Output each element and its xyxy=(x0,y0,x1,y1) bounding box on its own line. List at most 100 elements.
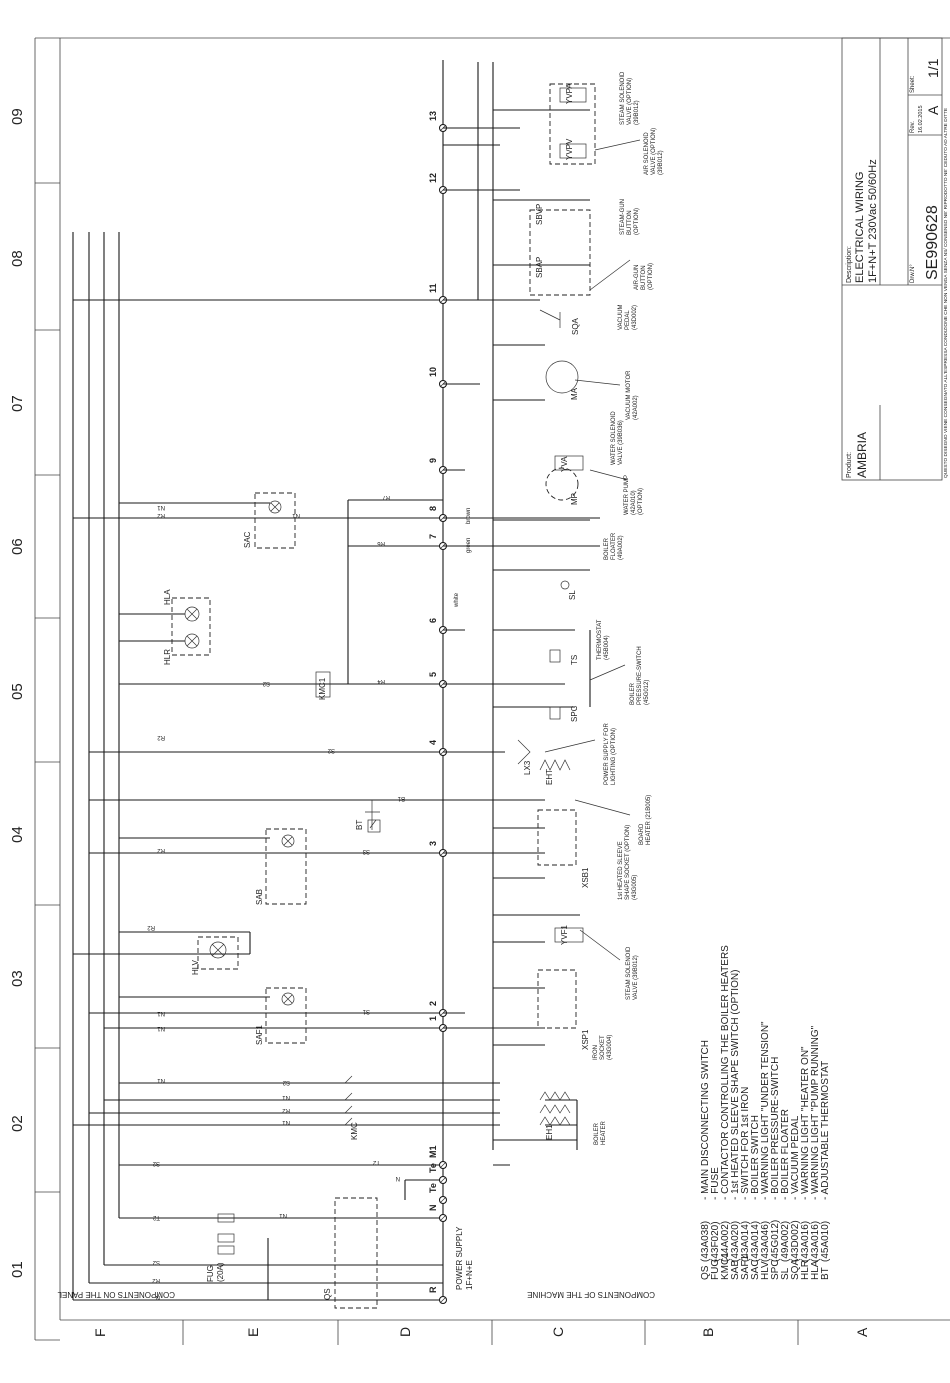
machine-wires xyxy=(443,62,600,1166)
legend-ref: (43D002) xyxy=(790,1220,801,1262)
legend-description: - BOILER FLOATER xyxy=(780,1109,791,1200)
note-iron_socket: (43G004) xyxy=(607,1035,613,1060)
legend-ref: (43F020) xyxy=(710,1221,721,1262)
terminal-label: 3 xyxy=(428,841,438,846)
tag-bt: BT xyxy=(355,820,364,830)
legend-description: - ADJUSTABLE THERMOSTAT xyxy=(820,1061,831,1200)
tag-kmc: KMC xyxy=(350,1122,359,1140)
tag-sab: SAB xyxy=(255,889,264,905)
note-vacuum_pedal: PEDAL xyxy=(625,310,631,330)
tag-sbap: SBAP xyxy=(535,257,544,278)
tag-sl: SL xyxy=(568,590,577,600)
column-label: 06 xyxy=(9,538,26,555)
column-label: 03 xyxy=(9,970,26,987)
wire-label: R4 xyxy=(377,678,385,684)
tag-fug_rating: (20A) xyxy=(216,1262,225,1282)
description-label: Description: xyxy=(846,246,853,283)
terminal-label: N xyxy=(428,1205,438,1212)
wire-label: N xyxy=(396,1175,400,1181)
wire-label: R2 xyxy=(157,847,165,853)
tag-hlv: HLV xyxy=(191,959,200,975)
warning-lamps xyxy=(184,500,295,1006)
column-label: 07 xyxy=(9,395,26,412)
tag-ma: MA xyxy=(570,387,579,400)
note-boiler_heater: HEATER xyxy=(601,1120,607,1145)
note-sleeve_socket: SHAPE SOCKET (OPTION) xyxy=(625,825,631,900)
note-steam_gun: (OPTION) xyxy=(634,208,640,235)
drawing-frame xyxy=(34,37,950,1345)
tag-sbvp: SBVP xyxy=(535,204,544,225)
legend-description: - SWITCH FOR 1st IRON xyxy=(740,1087,751,1200)
component-legend: QS(43A038)- MAIN DISCONNECTING SWITCHFUG… xyxy=(700,945,831,1280)
column-label: 01 xyxy=(9,1261,26,1278)
tag-yvf1: YVF1 xyxy=(560,924,569,945)
wire-color-green: green xyxy=(466,538,472,553)
wire-label: S2 xyxy=(262,680,270,686)
hla-lamp-icon xyxy=(184,606,200,622)
row-label: D xyxy=(397,1327,413,1337)
tag-spc: SPC xyxy=(570,705,579,722)
legend-code: HLR xyxy=(800,1260,811,1280)
machine-section-label: COMPONENTS OF THE MACHINE xyxy=(527,1290,655,1299)
wire-label: R2 xyxy=(282,1107,290,1113)
terminal-label: Te xyxy=(428,1183,438,1193)
legend-description: - FUSE xyxy=(710,1167,721,1200)
note-vacuum_pedal: VACUUM xyxy=(618,304,624,330)
note-thermostat: (45B004) xyxy=(604,635,610,660)
wire-label: R2 xyxy=(157,734,165,740)
legend-description: - CONTACTOR CONTROLLING THE BOILER HEATE… xyxy=(720,945,731,1200)
wire-color-brown: brown xyxy=(466,508,472,524)
main-switch-box xyxy=(334,1197,378,1309)
note-pressure_switch: PRESSURE-SWITCH xyxy=(637,646,643,705)
lx3-lighting-icon xyxy=(517,739,531,765)
row-label: E xyxy=(245,1328,261,1337)
legend-code: SAB xyxy=(730,1260,741,1280)
yvpv-valve xyxy=(559,143,587,159)
wire-label: R2 xyxy=(157,512,165,518)
tag-hla: HLA xyxy=(163,589,172,605)
terminal-label: 1 xyxy=(428,1016,438,1021)
pressure-switch-icon xyxy=(549,706,561,720)
hlv-lamp-icon xyxy=(209,941,227,959)
note-steam_valve2: (39B012) xyxy=(634,100,640,125)
note-water_valve: VALVE (39B036) xyxy=(618,420,624,465)
sheet-label: Sheet: xyxy=(910,75,916,93)
saf1-switch-box xyxy=(265,987,307,1044)
legend-description: - MAIN DISCONNECTING SWITCH xyxy=(700,1040,711,1200)
rev-date: 16.02.2015 xyxy=(918,105,924,133)
note-iron_socket: SOCKET xyxy=(600,1035,606,1060)
sab-switch-box xyxy=(265,828,307,905)
note-air_gun: BUTTON xyxy=(641,265,647,290)
wire-label: N1 xyxy=(157,1010,165,1016)
note-sleeve_socket: 1st HEATED SLEEVE xyxy=(618,841,624,900)
legend-ref: (43A014) xyxy=(750,1221,761,1262)
note-floater: FLOATER xyxy=(611,532,617,560)
row-label: C xyxy=(550,1327,566,1337)
legend-description: - BOILER PRESSURE-SWITCH xyxy=(770,1057,781,1200)
note-air_gun: AIR-GUN xyxy=(634,265,640,290)
tag-yva: YVA xyxy=(560,456,569,472)
note-air_valve: AIR SOLENOID xyxy=(644,132,650,175)
tag-xsp1: XSP1 xyxy=(581,1029,590,1050)
legend-description: - BOILER SWITCH xyxy=(750,1115,761,1200)
wire-label: S3 xyxy=(362,848,370,854)
legend-code: QS xyxy=(700,1265,711,1280)
yvpa-valve xyxy=(559,87,587,103)
leader-lines xyxy=(544,139,641,961)
kmc1-coil xyxy=(315,671,331,698)
legend-code: SL xyxy=(780,1267,791,1280)
tag-mp: MP xyxy=(570,493,579,505)
wire-label: S2 xyxy=(152,1259,160,1265)
note-iron_socket: IRON xyxy=(593,1045,599,1060)
wire-label: T2 xyxy=(372,1159,380,1165)
wire-color-white: white xyxy=(454,592,460,608)
note-water_pump: (OPTION) xyxy=(638,488,644,515)
boiler-heater-icon-1 xyxy=(539,1091,571,1101)
wire-label: N1 xyxy=(282,1094,290,1100)
note-air_valve: VALVE (OPTION) xyxy=(651,128,657,175)
row-label: A xyxy=(854,1327,870,1337)
terminal-label: Te xyxy=(428,1163,438,1173)
column-label: 04 xyxy=(9,826,26,843)
